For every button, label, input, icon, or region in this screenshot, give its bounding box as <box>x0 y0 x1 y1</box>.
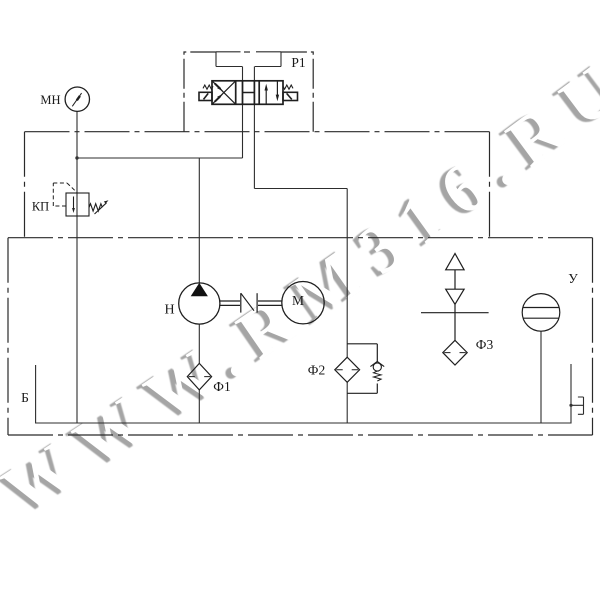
svg-text:МН: МН <box>40 93 60 107</box>
svg-text:Б: Б <box>21 390 29 405</box>
svg-text:Ф1: Ф1 <box>213 379 230 394</box>
svg-text:Ф2: Ф2 <box>308 363 325 378</box>
svg-text:Ф3: Ф3 <box>476 337 494 352</box>
svg-text:У: У <box>568 271 578 286</box>
svg-text:WWW.RM316.RU: WWW.RM316.RU <box>0 41 600 530</box>
svg-text:КП: КП <box>32 200 49 214</box>
svg-text:М: М <box>292 293 304 308</box>
svg-text:Н: Н <box>164 303 174 318</box>
svg-text:Р1: Р1 <box>291 55 305 70</box>
